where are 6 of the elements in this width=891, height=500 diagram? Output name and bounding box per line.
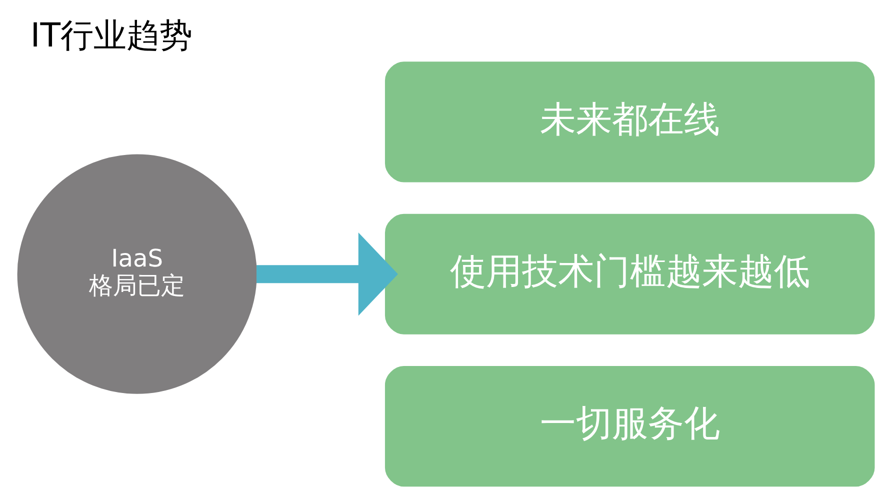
node-box: 未来都在线 <box>384 62 874 182</box>
node-box: 使用技术门槛越来越低 <box>384 214 874 334</box>
arrow <box>256 232 398 316</box>
diagram-title: IT行业趋势 <box>30 16 192 55</box>
node-box: 一切服务化 <box>384 366 874 487</box>
node-circle: IaaS 格局已定 <box>16 154 256 394</box>
